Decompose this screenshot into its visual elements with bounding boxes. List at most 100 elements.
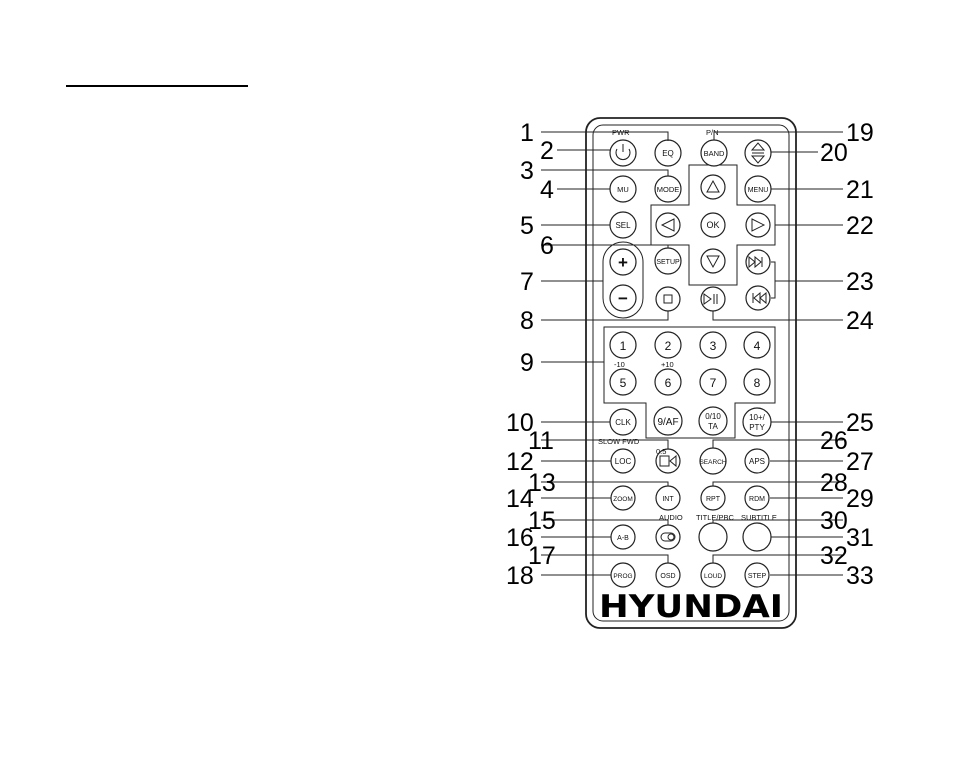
int-button-label: INT [662,496,674,503]
subtitle-label: SUBTITLE [741,513,777,522]
prev-button[interactable] [746,286,770,310]
mute-button[interactable]: MU [610,176,636,202]
pty-button-label-top: 10+/ [749,413,766,422]
num-2-label: 2 [665,339,672,353]
callout-23: 23 [846,268,874,296]
osd-button-label: OSD [660,573,675,580]
slow-sub-label: 0.5 [656,447,666,456]
sel-button-label: SEL [615,221,631,230]
eject-button[interactable] [745,140,771,166]
aps-button-label: APS [749,457,765,466]
setup-button-label: SETUP [656,259,680,266]
eq-button[interactable]: EQ [655,140,681,166]
setup-button[interactable]: SETUP [655,248,681,274]
aps-button[interactable]: APS [745,449,769,473]
vol-up-button[interactable]: + [610,249,636,275]
callout-31: 31 [846,524,874,552]
mute-button-label: MU [617,185,629,194]
search-button[interactable]: SEARCH [699,448,726,474]
int-button[interactable]: INT [656,486,680,510]
play-pause-button[interactable] [701,287,725,311]
callout-27: 27 [846,448,874,476]
af-button-label: 9/AF [657,417,678,428]
sel-button[interactable]: SEL [610,212,636,238]
callout-24: 24 [846,307,874,335]
callout-21: 21 [846,176,874,204]
callout-25: 25 [846,409,874,437]
num-8-label: 8 [754,376,761,390]
band-button[interactable]: BAND [701,140,727,166]
num-8-button[interactable]: 8 [744,369,770,395]
prog-button[interactable]: PROG [611,563,635,587]
callout-4: 4 [540,176,554,204]
menu-button[interactable]: MENU [745,176,771,202]
callout-20: 20 [820,139,848,167]
next-button[interactable] [746,250,770,274]
band-button-label: BAND [704,149,725,158]
loud-button-label: LOUD [704,573,722,580]
num-6-button[interactable]: 6 [655,369,681,395]
rdm-button-label: RDM [749,496,765,503]
callout-6: 6 [540,232,554,260]
stop-button[interactable] [656,287,680,311]
num-1-button[interactable]: 1 [610,332,636,358]
right-button[interactable] [746,213,770,237]
menu-button-label: MENU [748,187,769,194]
callout-26: 26 [820,427,848,455]
callout-19: 19 [846,119,874,147]
callout-29: 29 [846,485,874,513]
pty-button-label-bottom: PTY [749,423,765,432]
zoom-button[interactable]: ZOOM [611,486,635,510]
loc-button-label: LOC [615,457,632,466]
callout-5: 5 [520,212,534,240]
ab-button-label: A-B [617,535,629,542]
step-button[interactable]: STEP [745,563,769,587]
num-1-label: 1 [620,339,627,353]
ok-button[interactable]: OK [701,213,725,237]
callout-3: 3 [520,157,534,185]
search-button-label: SEARCH [699,459,726,466]
num-4-label: 4 [754,339,761,353]
step-button-label: STEP [748,573,767,580]
callout-28: 28 [820,469,848,497]
ta-button-label-bottom: TA [708,422,718,431]
eq-button-label: EQ [662,149,674,158]
num-2-button[interactable]: 2 [655,332,681,358]
zoom-button-label: ZOOM [613,496,633,503]
osd-button[interactable]: OSD [656,563,680,587]
callout-33: 33 [846,562,874,590]
callout-18: 18 [506,562,534,590]
brand-logo: HYUNDAI [599,589,783,625]
callout-8: 8 [520,307,534,335]
callout-9: 9 [520,349,534,377]
mode-button[interactable]: MODE [655,176,681,202]
vol-down-button[interactable]: − [610,285,636,311]
num-3-button[interactable]: 3 [700,332,726,358]
up-button[interactable] [701,175,725,199]
loc-button[interactable]: LOC [611,449,635,473]
num-7-button[interactable]: 7 [700,369,726,395]
power-button[interactable] [610,140,636,166]
rpt-button[interactable]: RPT [701,486,725,510]
left-button[interactable] [656,213,680,237]
pty-button[interactable]: 10+/PTY [743,408,771,436]
mode-button-label: MODE [657,185,680,194]
clk-button[interactable]: CLK [610,409,636,435]
rdm-button[interactable]: RDM [745,486,769,510]
audio-button[interactable] [656,525,680,549]
loud-button[interactable]: LOUD [701,563,725,587]
minus-icon: − [618,289,628,308]
rpt-button-label: RPT [706,496,721,503]
down-button[interactable] [701,249,725,273]
callout-1: 1 [520,119,534,147]
title-pbc-button[interactable] [699,523,727,551]
af-button[interactable]: 9/AF [654,407,682,435]
title-pbc-label: TITLE/PBC [696,513,735,522]
prog-button-label: PROG [613,573,632,580]
subtitle-button[interactable] [743,523,771,551]
ab-button[interactable]: A-B [611,525,635,549]
num-4-button[interactable]: 4 [744,332,770,358]
num-5-button[interactable]: 5 [610,369,636,395]
